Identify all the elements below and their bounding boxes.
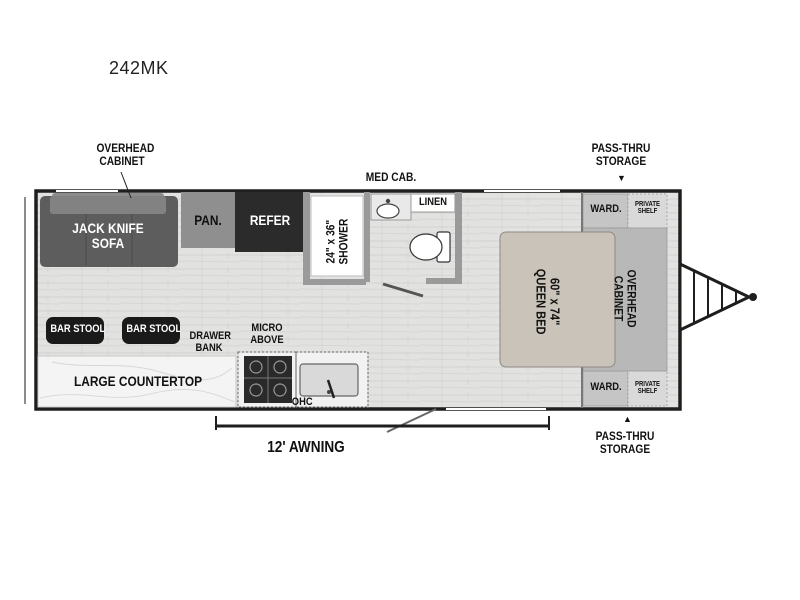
burner xyxy=(273,360,287,374)
arrow-up-icon: ▲ xyxy=(623,414,632,424)
arrow-down-icon: ▼ xyxy=(617,173,626,183)
bathroom-door xyxy=(382,282,424,298)
bathroom-wall-bottom xyxy=(303,279,366,285)
toilet-bowl xyxy=(409,233,443,261)
sink xyxy=(376,203,400,219)
sink-drain xyxy=(327,390,331,394)
faucet xyxy=(385,198,391,204)
label-bar-stool-1: BAR STOOL xyxy=(50,323,106,335)
wardrobe-bottom xyxy=(582,370,629,407)
private-shelf-bottom xyxy=(627,370,668,407)
entry-door xyxy=(386,408,437,433)
label-awning: 12' AWNING xyxy=(267,439,345,456)
microwave-outline xyxy=(237,351,297,408)
sofa-back-cushion xyxy=(50,196,166,214)
bar-stool-2 xyxy=(122,317,180,344)
burner xyxy=(273,383,287,397)
model-number: 242MK xyxy=(109,58,169,78)
countertop-marble xyxy=(39,388,236,403)
label-bar-stool-2: BAR STOOL xyxy=(126,323,182,335)
bathroom-wall-right xyxy=(455,192,462,282)
refer xyxy=(235,192,303,252)
burner xyxy=(249,360,263,374)
kitchen-faucet xyxy=(326,379,336,399)
hitch-coupler xyxy=(749,293,757,301)
label-linen: LINEN xyxy=(418,196,448,208)
linen-cabinet xyxy=(410,193,456,213)
ohc-outline xyxy=(295,351,369,408)
label-queen-bed: 60" x 74"QUEEN BED xyxy=(534,268,563,335)
overhead-cabinet-leader xyxy=(120,171,132,199)
label-refer: REFER xyxy=(249,212,291,228)
label-large-countertop: LARGE COUNTERTOP xyxy=(73,373,203,389)
bathroom-wall-mid xyxy=(364,192,370,282)
private-shelf-top xyxy=(627,193,668,229)
pantry xyxy=(181,192,235,248)
label-shower: 24" x 36"SHOWER xyxy=(323,218,350,265)
queen-bed xyxy=(499,231,616,368)
bathroom-wall-bottom-right xyxy=(426,278,462,284)
bar-stool-1 xyxy=(46,317,104,344)
burner xyxy=(249,383,263,397)
hitch-frame xyxy=(678,261,753,333)
label-pantry: PAN. xyxy=(194,212,222,228)
label-wardrobe-top: WARD. xyxy=(590,203,622,215)
label-med-cab: MED CAB. xyxy=(365,170,417,184)
label-ohc: OHC xyxy=(291,396,313,408)
bathroom-wall-left xyxy=(303,192,310,282)
label-wardrobe-bottom: WARD. xyxy=(590,381,622,393)
countertop-marble xyxy=(51,361,233,381)
shower xyxy=(310,195,364,277)
